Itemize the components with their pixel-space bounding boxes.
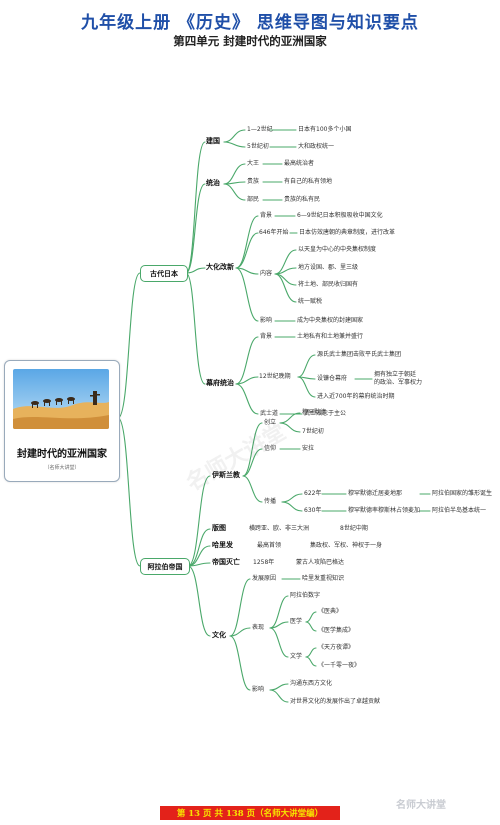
connector-japan-mufu bbox=[185, 272, 206, 385]
node-text: 背景 bbox=[260, 333, 273, 340]
node-text: 日本有100多个小国 bbox=[298, 126, 352, 133]
connector-japan-tongzhi bbox=[185, 183, 206, 274]
node-text: 贵族 bbox=[247, 178, 260, 185]
node-text: 安拉 bbox=[302, 445, 315, 452]
node-territory: 版图 bbox=[212, 524, 226, 532]
node-text: 《医学集成》 bbox=[318, 627, 355, 634]
node-text: 蒙古人攻陷巴格达 bbox=[296, 559, 345, 566]
node-text: 5世纪初 bbox=[247, 143, 269, 150]
connector-center-japan bbox=[117, 272, 141, 419]
node-text: 部民 bbox=[247, 196, 260, 203]
node-text: 大和政权统一 bbox=[298, 143, 335, 150]
node-text: 文学 bbox=[290, 653, 303, 660]
node-text: 成为中央集权的封建国家 bbox=[297, 317, 364, 324]
node-text: 贵族的私有民 bbox=[284, 196, 321, 203]
page-footer: 第 13 页 共 138 页（名师大讲堂编） bbox=[160, 806, 340, 820]
node-text: 进入近700年的幕府统治时期 bbox=[317, 393, 395, 400]
node-text: 1—2世纪 bbox=[247, 126, 273, 133]
branch-ancient-japan: 古代日本 bbox=[140, 265, 188, 282]
connector-japan-jianguo bbox=[185, 141, 206, 274]
connector-arab-bantu bbox=[187, 528, 211, 567]
node-empire-fall: 帝国灭亡 bbox=[212, 558, 240, 566]
node-text: 最高首领 bbox=[257, 542, 282, 549]
connector-center-arab bbox=[117, 417, 141, 567]
node-text: 影响 bbox=[252, 686, 265, 693]
node-text: 土地私有和土地兼并盛行 bbox=[297, 333, 364, 340]
node-text: 有自己的私有领地 bbox=[284, 178, 333, 185]
node-dahua-reform: 大化改新 bbox=[206, 263, 234, 271]
node-text: 《一千零一夜》 bbox=[318, 662, 361, 669]
node-text: 背景 bbox=[260, 212, 273, 219]
node-text: 穆罕默德 bbox=[302, 409, 327, 416]
node-text: 《天方夜谭》 bbox=[318, 644, 355, 651]
node-text: 阿拉伯数字 bbox=[290, 592, 321, 599]
node-text: 1258年 bbox=[253, 559, 275, 566]
node-text: 穆罕默德迁居麦地那 bbox=[348, 490, 403, 497]
connector-arab-mieweng bbox=[187, 562, 211, 567]
node-text: 日本仿效唐朝的典章制度，进行改革 bbox=[299, 229, 396, 236]
central-topic-card: 封建时代的亚洲国家 （名师大讲堂） bbox=[4, 360, 120, 482]
central-topic-caption: （名师大讲堂） bbox=[44, 465, 80, 471]
page-title: 九年级上册 《历史》 思维导图与知识要点 bbox=[81, 13, 419, 33]
node-text: 穆罕默德率穆斯林占领麦加 bbox=[348, 507, 421, 514]
node-text: 630年 bbox=[304, 507, 322, 514]
node-caliph: 哈里发 bbox=[212, 541, 233, 549]
node-jianguo: 建国 bbox=[206, 137, 220, 145]
node-text: 信仰 bbox=[264, 445, 277, 452]
node-text: 设镰仓幕府 bbox=[317, 375, 348, 382]
node-text: 内容 bbox=[260, 270, 273, 277]
node-text: 创立 bbox=[264, 419, 277, 426]
connector-japan-dahua bbox=[185, 267, 206, 274]
connector-arab-islam bbox=[187, 475, 211, 567]
branch-arab-empire: 阿拉伯帝国 bbox=[140, 558, 190, 575]
brand-logo: 名师大讲堂 bbox=[396, 800, 446, 811]
node-text: 武士效忠于主公 bbox=[304, 410, 347, 417]
node-tongzhi: 统治 bbox=[206, 179, 220, 187]
node-text: 拥有独立于朝廷 的政治、军事权力 bbox=[374, 371, 423, 386]
node-text: 哈里发重视知识 bbox=[302, 575, 345, 582]
node-text: 发展原因 bbox=[252, 575, 277, 582]
node-text: 《医典》 bbox=[318, 608, 343, 615]
node-text: 最高统治者 bbox=[284, 160, 315, 167]
node-text: 646年开始 bbox=[259, 229, 289, 236]
node-text: 6—9世纪日本积极吸收中国文化 bbox=[297, 212, 383, 219]
node-text: 集政权、军权、神权于一身 bbox=[310, 542, 383, 549]
central-topic-title: 封建时代的亚洲国家 bbox=[17, 449, 107, 460]
page-subtitle: 第四单元 封建时代的亚洲国家 bbox=[173, 34, 327, 48]
desert-camel-illustration bbox=[13, 369, 109, 429]
node-text: 传播 bbox=[264, 498, 277, 505]
node-text: 地方设国、郡、里三级 bbox=[298, 264, 359, 271]
node-text: 横跨亚、欧、非三大洲 bbox=[249, 525, 310, 532]
node-text: 对世界文化的发展作出了卓越贡献 bbox=[290, 698, 381, 705]
node-text: 阿拉伯国家的雏形诞生 bbox=[432, 490, 493, 497]
node-text: 源氏武士集团击败平氏武士集团 bbox=[317, 351, 402, 358]
node-culture: 文化 bbox=[212, 631, 226, 639]
node-text: 8世纪中期 bbox=[340, 525, 368, 532]
node-text: 12世纪晚期 bbox=[259, 373, 291, 380]
node-islam: 伊斯兰教 bbox=[212, 471, 240, 479]
node-text: 阿拉伯半岛基本统一 bbox=[432, 507, 487, 514]
node-text: 将土地、部民收归国有 bbox=[298, 281, 359, 288]
node-text: 以天皇为中心的中央集权制度 bbox=[298, 246, 377, 253]
node-text: 622年 bbox=[304, 490, 322, 497]
node-mufu-rule: 幕府统治 bbox=[206, 379, 234, 387]
node-text: 表现 bbox=[252, 624, 265, 631]
node-text: 7世纪初 bbox=[302, 428, 324, 435]
node-text: 大王 bbox=[247, 160, 260, 167]
node-text: 武士道 bbox=[260, 410, 279, 417]
node-text: 影响 bbox=[260, 317, 273, 324]
node-text: 统一赋税 bbox=[298, 298, 323, 305]
node-text: 医学 bbox=[290, 618, 303, 625]
node-text: 沟通东西方文化 bbox=[290, 680, 333, 687]
connector-arab-culture bbox=[187, 565, 211, 637]
